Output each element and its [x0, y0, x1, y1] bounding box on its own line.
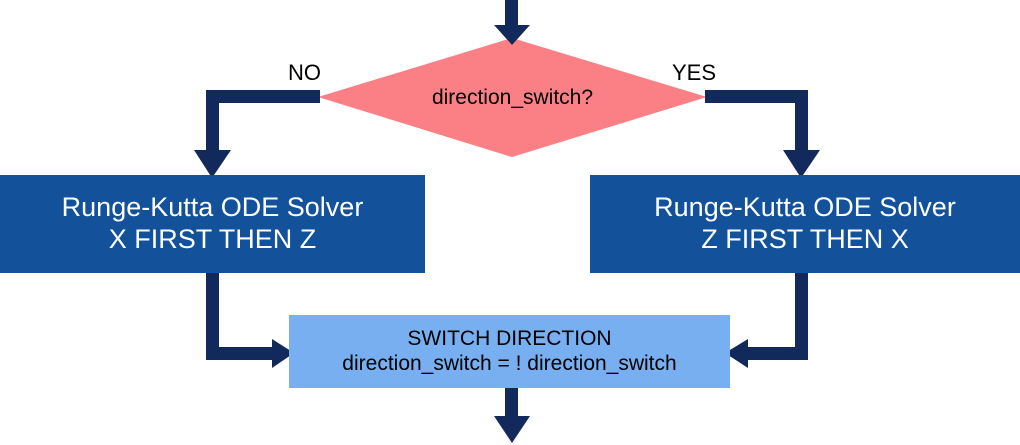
decision-diamond-shape	[318, 38, 707, 157]
process-node-left-solver: Runge-Kutta ODE Solver X FIRST THEN Z	[0, 175, 425, 273]
process-node-right-solver: Runge-Kutta ODE Solver Z FIRST THEN X	[590, 175, 1020, 273]
edge-entry-to-decision	[494, 0, 530, 45]
right-solver-line2: Z FIRST THEN X	[701, 224, 909, 254]
edge-yes-to-right-solver	[705, 90, 820, 178]
switch-direction-line2: direction_switch = ! direction_switch	[342, 351, 677, 375]
switch-direction-line1: SWITCH DIRECTION	[407, 326, 612, 350]
left-solver-line2: X FIRST THEN Z	[108, 224, 317, 254]
edge-label-yes: YES	[672, 60, 717, 85]
edge-label-no: NO	[288, 60, 321, 85]
edge-no-to-left-solver	[194, 90, 320, 178]
right-solver-line1: Runge-Kutta ODE Solver	[654, 192, 956, 223]
edge-right-solver-to-switch	[725, 273, 808, 368]
decision-diamond-label: direction_switch?	[431, 85, 594, 109]
left-solver-line1: Runge-Kutta ODE Solver	[61, 192, 364, 223]
process-node-switch-direction: SWITCH DIRECTION direction_switch = ! di…	[289, 315, 730, 388]
edge-left-solver-to-switch	[206, 273, 294, 368]
edge-switch-to-exit	[494, 388, 530, 443]
